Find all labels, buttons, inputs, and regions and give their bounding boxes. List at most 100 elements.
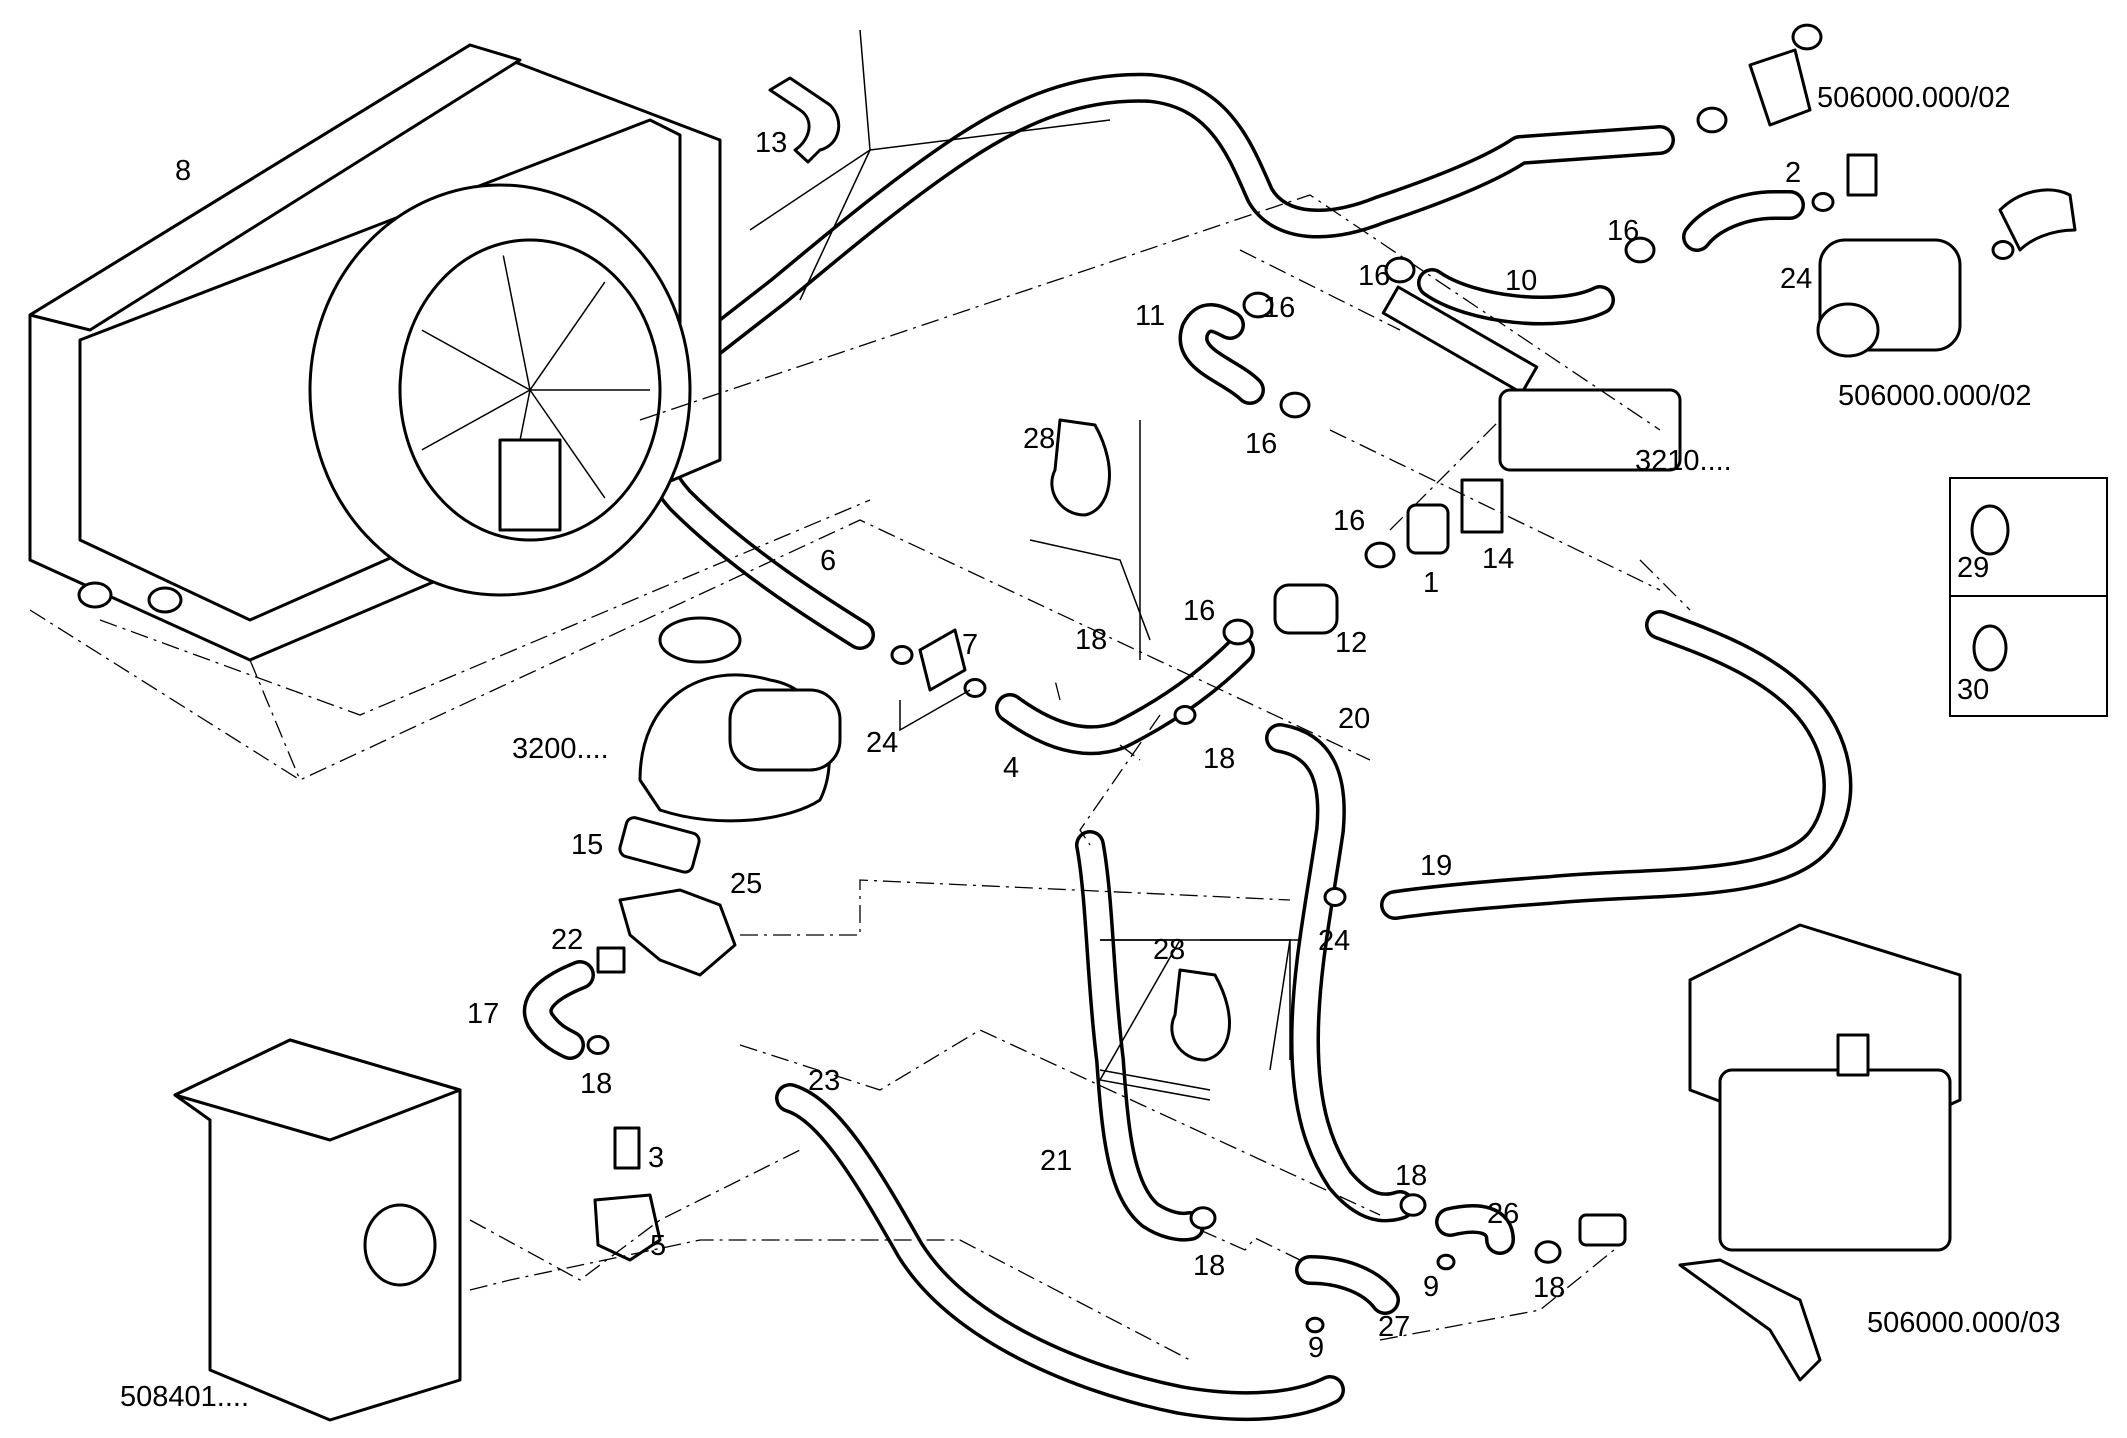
part-label: 25: [730, 868, 762, 900]
part-label: 18: [1395, 1160, 1427, 1192]
part-label: 28: [1023, 423, 1055, 455]
part-label: 22: [551, 924, 583, 956]
part-label: 18: [1193, 1250, 1225, 1282]
part-label: 18: [580, 1068, 612, 1100]
part-label: 16: [1263, 292, 1295, 324]
part-label: 9: [1308, 1332, 1324, 1364]
part-label: 17: [467, 998, 499, 1030]
hose-clamp: [1364, 541, 1396, 569]
part-label: 3210....: [1635, 445, 1732, 477]
part-label: 21: [1040, 1145, 1072, 1177]
part-label: 3: [648, 1142, 664, 1174]
hose-clamp: [1279, 391, 1311, 419]
part-label: 24: [1318, 925, 1350, 957]
part-label: 16: [1245, 428, 1277, 460]
part-label: 7: [962, 629, 978, 661]
part-label: 16: [1183, 595, 1215, 627]
hose-17: [526, 963, 592, 1057]
hose-4: [998, 638, 1252, 752]
thermostat-housing: [1498, 388, 1682, 472]
reference-label: 506000.000/02: [1838, 380, 2032, 412]
hose-clamp: [1173, 705, 1197, 725]
hose-clamp: [1242, 291, 1274, 319]
hose-clamp: [1384, 256, 1416, 284]
hose-clamp: [1436, 1253, 1456, 1271]
part-label: 20: [1338, 703, 1370, 735]
gasket-15: [618, 816, 701, 874]
clamp-29-icon: [1970, 504, 2010, 556]
part-label: 27: [1378, 1311, 1410, 1343]
fan-blade-line: [502, 255, 531, 391]
components-layer: [28, 23, 2077, 1422]
part-label: 15: [571, 829, 603, 861]
elbow-fitting: [1998, 188, 2077, 252]
connection-line: [1199, 1229, 1301, 1261]
hose-clamp: [890, 645, 914, 665]
temp-sensor-3: [613, 1126, 641, 1170]
hose-clamp: [1305, 1316, 1325, 1334]
gasket-7: [918, 628, 967, 692]
connection-line: [739, 1029, 1381, 1216]
tank-outlet-pipe: [1678, 1258, 1822, 1382]
part-label: 6: [820, 545, 836, 577]
connection-line: [469, 1149, 801, 1281]
hose-21: [1078, 833, 1202, 1239]
sensor-block-5: [593, 1193, 662, 1262]
pump-pulley: [1816, 302, 1880, 358]
part-label: 9: [1423, 1271, 1439, 1303]
coupling-sleeve: [1748, 48, 1812, 127]
leader-line: [869, 119, 1111, 151]
part-label: 24: [1780, 263, 1812, 295]
part-label: 508401....: [120, 1381, 249, 1413]
clamp-28: [1050, 418, 1111, 517]
connection-line: [29, 519, 1371, 781]
part-label: 16: [1607, 215, 1639, 247]
hose-clamp: [1222, 618, 1254, 646]
connection-line: [1329, 429, 1661, 591]
leaders-layer: [29, 29, 1691, 1361]
pump-body: [728, 688, 842, 772]
reference-label: 506000.000/02: [1817, 82, 2011, 114]
connection-line: [740, 879, 1291, 936]
tank-cap: [1836, 1033, 1870, 1077]
bracket-13: [768, 76, 841, 164]
part-label: 2: [1785, 157, 1801, 189]
part-label: 18: [1203, 743, 1235, 775]
radiator-outlet: [77, 581, 113, 609]
connection-line: [469, 1239, 1191, 1361]
part-label: 5: [650, 1230, 666, 1262]
part-label: 30: [1957, 674, 1989, 706]
union-22: [596, 946, 626, 974]
fan-motor: [498, 438, 562, 532]
heater-top: [173, 1038, 462, 1142]
part-label: 23: [808, 1065, 840, 1097]
clamp-28: [1170, 968, 1231, 1062]
part-label: 8: [175, 155, 191, 187]
radiator-outlet: [147, 586, 183, 614]
fan-blade-line: [529, 281, 606, 391]
hose-clamp: [1696, 106, 1728, 134]
part-label: 1: [1423, 567, 1439, 599]
reference-label: 506000.000/03: [1867, 1307, 2061, 1339]
connection-line: [1054, 679, 1061, 701]
connection-line: [1239, 249, 1401, 331]
part-label: 28: [1153, 934, 1185, 966]
part-label: 11: [1135, 300, 1165, 332]
adapter-12: [1273, 583, 1339, 635]
gasket-14: [1460, 478, 1504, 534]
hose-26: [1438, 1207, 1512, 1252]
fan-blade-line: [421, 329, 531, 391]
connection-line: [639, 194, 1661, 431]
hose-10: [1420, 271, 1612, 323]
legend-box: [1949, 477, 2108, 717]
hose-11: [1182, 306, 1262, 402]
part-label: 14: [1482, 543, 1514, 575]
fan-blade-line: [421, 389, 531, 451]
elbow-fitting-tank: [1578, 1213, 1627, 1247]
hose-19: [1383, 613, 1849, 917]
leader-line: [1099, 1069, 1211, 1091]
hose-6: [639, 76, 1672, 647]
hose-2: [1685, 193, 1802, 249]
hose-clamp: [586, 1035, 610, 1055]
